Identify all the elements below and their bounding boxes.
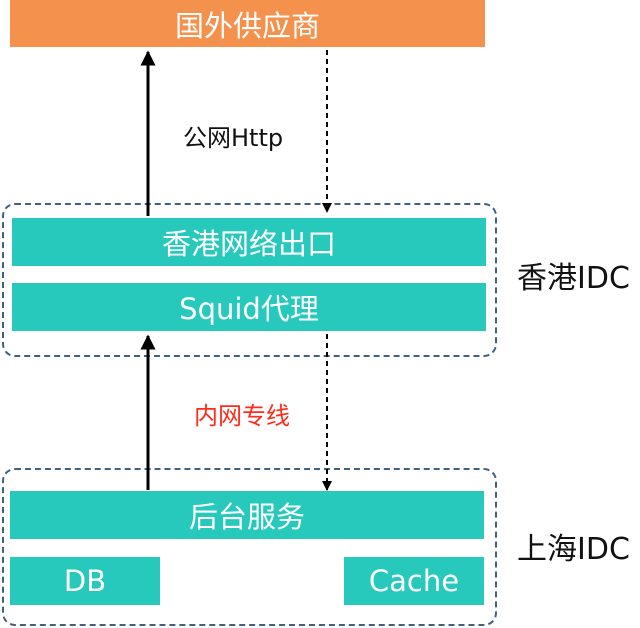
supplier-label: 国外供应商 [174,8,320,43]
public-http-label: 公网Http [183,124,284,152]
private-line-label: 内网专线 [194,402,290,430]
shanghai-idc-zone [2,468,497,626]
squid-proxy-label: Squid代理 [179,292,319,326]
squid-proxy-box: Squid代理 [12,283,486,331]
db-box: DB [10,557,160,605]
shanghai-idc-label: 上海IDC [517,532,630,567]
hongkong-exit-label: 香港网络出口 [161,227,336,261]
supplier-box: 国外供应商 [10,0,485,47]
hongkong-idc-label: 香港IDC [517,261,630,296]
db-label: DB [63,564,107,598]
cache-box: Cache [344,557,484,605]
cache-label: Cache [368,564,460,598]
backend-service-label: 后台服务 [188,500,305,534]
backend-service-box: 后台服务 [10,491,484,539]
hongkong-idc-zone [2,203,497,357]
hongkong-exit-box: 香港网络出口 [12,218,486,266]
